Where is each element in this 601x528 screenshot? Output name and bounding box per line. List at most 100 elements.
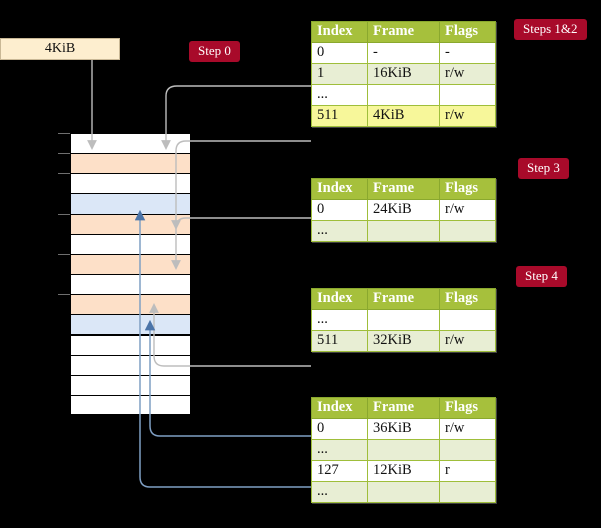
memory-frame-tick xyxy=(58,133,72,134)
column-header-flags: Flags xyxy=(439,21,496,43)
column-header-frame: Frame xyxy=(367,178,440,200)
wire-step2-table1-row511 xyxy=(171,140,311,230)
column-header-flags: Flags xyxy=(439,397,496,419)
cell-frame: 4KiB xyxy=(367,105,440,127)
memory-frame-tick xyxy=(58,153,72,155)
memory-frame-row xyxy=(70,354,191,375)
cell-index: 0 xyxy=(311,42,368,64)
cell-index: 511 xyxy=(311,105,368,127)
cell-flags xyxy=(439,84,496,106)
cell-frame: 16KiB xyxy=(367,63,440,85)
column-header-flags: Flags xyxy=(439,288,496,310)
cell-index: 511 xyxy=(311,330,368,352)
memory-frame-row xyxy=(70,233,191,254)
badge-steps-1-2: Steps 1&2 xyxy=(514,19,587,40)
memory-frame-row xyxy=(70,213,191,234)
cell-index: 0 xyxy=(311,418,368,440)
memory-frame-row xyxy=(70,274,191,295)
cell-flags xyxy=(439,309,496,331)
memory-frame-row xyxy=(70,153,191,174)
physical-memory-column xyxy=(70,133,191,416)
table-row: ... xyxy=(311,481,496,503)
source-frame-box: 4KiB xyxy=(0,38,120,60)
column-header-frame: Frame xyxy=(367,21,440,43)
cell-frame xyxy=(367,481,440,503)
cell-frame xyxy=(367,220,440,242)
cell-frame: 32KiB xyxy=(367,330,440,352)
cell-frame xyxy=(367,309,440,331)
memory-frame-row xyxy=(70,394,191,416)
memory-frame-tick xyxy=(58,173,72,175)
cell-index: ... xyxy=(311,309,368,331)
cell-frame: - xyxy=(367,42,440,64)
memory-tick-marks xyxy=(58,133,72,415)
cell-index: ... xyxy=(311,84,368,106)
badge-step-4-label: Step 4 xyxy=(516,266,567,287)
column-header-frame: Frame xyxy=(367,288,440,310)
table-row: 0-- xyxy=(311,42,496,64)
cell-frame xyxy=(367,439,440,461)
badge-steps-1-2-label: Steps 1&2 xyxy=(514,19,587,40)
memory-frame-row xyxy=(70,294,191,315)
cell-index: 127 xyxy=(311,460,368,482)
cell-index: 1 xyxy=(311,63,368,85)
column-header-frame: Frame xyxy=(367,397,440,419)
cell-flags: r/w xyxy=(439,330,496,352)
column-header-index: Index xyxy=(311,288,368,310)
table-row: ... xyxy=(311,220,496,242)
cell-frame xyxy=(367,84,440,106)
memory-frame-row xyxy=(70,133,191,154)
memory-frame-row xyxy=(70,334,191,355)
source-frame-label: 4KiB xyxy=(44,41,76,56)
memory-frame-row xyxy=(70,173,191,194)
table-row: ... xyxy=(311,309,496,331)
cell-flags: r/w xyxy=(439,418,496,440)
table-row: ... xyxy=(311,84,496,106)
cell-flags: r/w xyxy=(439,199,496,221)
cell-flags xyxy=(439,481,496,503)
column-header-index: Index xyxy=(311,21,368,43)
memory-frame-tick xyxy=(58,253,72,255)
cell-frame: 12KiB xyxy=(367,460,440,482)
table-row: ... xyxy=(311,439,496,461)
cell-flags: r xyxy=(439,460,496,482)
cell-flags: r/w xyxy=(439,105,496,127)
cell-frame: 36KiB xyxy=(367,418,440,440)
column-header-flags: Flags xyxy=(439,178,496,200)
cell-flags: - xyxy=(439,42,496,64)
memory-frame-row xyxy=(70,253,191,275)
cell-flags xyxy=(439,439,496,461)
cell-index: 0 xyxy=(311,199,368,221)
cell-index: ... xyxy=(311,439,368,461)
column-header-index: Index xyxy=(311,178,368,200)
cell-index: ... xyxy=(311,220,368,242)
column-header-index: Index xyxy=(311,397,368,419)
badge-step-0-label: Step 0 xyxy=(189,41,240,62)
memory-frame-row xyxy=(70,314,191,335)
badge-step-4: Step 4 xyxy=(516,266,567,287)
cell-flags xyxy=(439,220,496,242)
badge-step-0: Step 0 xyxy=(189,41,240,62)
memory-frame-row xyxy=(70,374,191,395)
badge-step-3: Step 3 xyxy=(518,158,569,179)
wire-step3-table2-row0 xyxy=(171,217,311,270)
memory-frame-tick xyxy=(58,294,72,296)
cell-flags: r/w xyxy=(439,63,496,85)
memory-frame-tick xyxy=(58,213,72,215)
badge-step-3-label: Step 3 xyxy=(518,158,569,179)
memory-frame-row xyxy=(70,193,191,214)
